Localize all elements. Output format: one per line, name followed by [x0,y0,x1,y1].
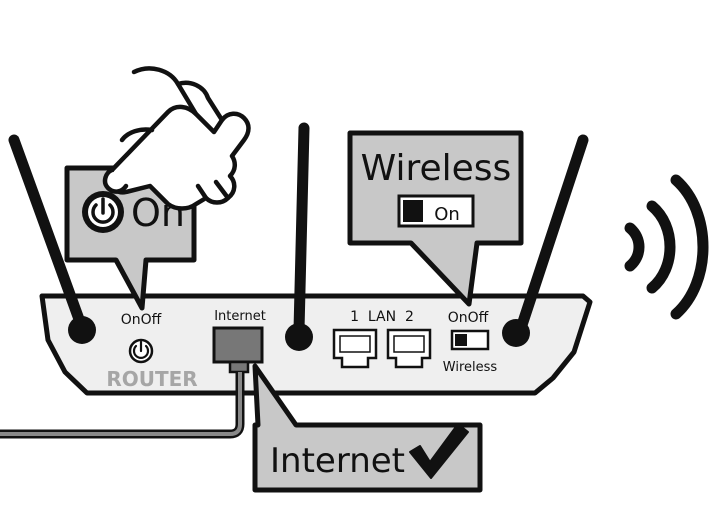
wireless-callout: Wireless On [347,130,524,307]
wireless-switch-caption: Wireless [443,360,498,375]
wifi-signal-icon [624,174,709,320]
power-button[interactable] [128,338,154,364]
internet-callout-text: Internet [270,441,405,481]
left-antenna [8,134,96,344]
wireless-switch-label: OnOff [448,310,489,326]
internet-port[interactable] [212,326,264,374]
pointing-hand-icon [102,66,251,211]
lan-port-2[interactable] [386,328,432,369]
router-body [39,293,593,396]
wireless-callout-switch-text: On [434,204,460,225]
router-brand: ROUTER [106,367,197,391]
power-icon [82,191,124,233]
wireless-callout-switch: On [397,194,475,228]
power-callout: On [64,165,197,311]
wireless-callout-title: Wireless [361,148,512,189]
checkmark-icon [409,423,469,479]
internet-port-label: Internet [214,309,266,324]
lan-ports-label: 1 LAN 2 [350,309,414,325]
right-antenna [502,134,589,347]
power-switch-label: OnOff [121,312,162,328]
internet-callout: Internet [252,363,483,493]
wireless-switch[interactable] [450,329,490,351]
center-antenna [285,122,313,351]
lan-port-1[interactable] [332,328,378,369]
